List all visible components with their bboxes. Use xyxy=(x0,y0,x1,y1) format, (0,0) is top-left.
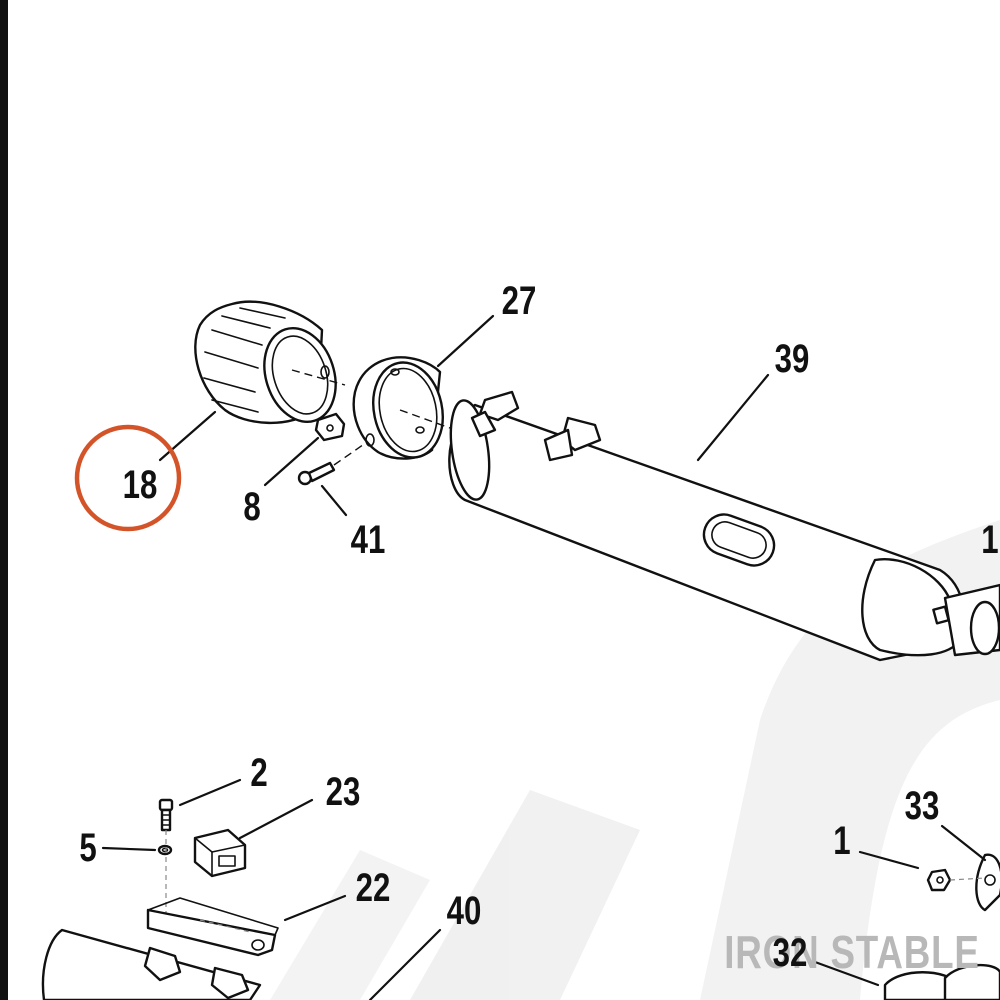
callout-27[interactable]: 27 xyxy=(502,278,537,323)
leader-2 xyxy=(178,778,242,807)
callout-1-lower[interactable]: 1 xyxy=(833,818,850,863)
callout-33[interactable]: 33 xyxy=(905,783,940,828)
frame-edge xyxy=(0,0,8,1000)
callout-5[interactable]: 5 xyxy=(79,825,96,870)
callout-2[interactable]: 2 xyxy=(250,750,267,795)
callout-8[interactable]: 8 xyxy=(243,484,260,529)
leader-18 xyxy=(158,410,217,462)
leader-41 xyxy=(320,484,348,517)
leader-8 xyxy=(263,436,320,487)
leader-40 xyxy=(368,928,442,1000)
leader-27 xyxy=(436,314,495,368)
part-41-screw[interactable] xyxy=(297,439,371,486)
highlight-circle xyxy=(74,424,182,532)
leader-39 xyxy=(696,373,770,462)
leader-5 xyxy=(101,846,157,852)
part-1-lower-nut[interactable] xyxy=(926,868,986,892)
part-22-channel[interactable] xyxy=(146,897,279,957)
callout-18[interactable]: 18 xyxy=(123,462,158,507)
leader-22 xyxy=(283,894,347,922)
callout-1-right[interactable]: 1 xyxy=(981,517,998,562)
part-39-muffler[interactable] xyxy=(445,390,1000,662)
part-8-clip[interactable] xyxy=(314,412,346,442)
callout-23[interactable]: 23 xyxy=(326,769,361,814)
leader-23 xyxy=(238,798,314,840)
watermark-brand-text: IRON STABLE xyxy=(724,926,979,978)
callout-41[interactable]: 41 xyxy=(351,517,386,562)
callout-32[interactable]: 32 xyxy=(773,930,808,975)
part-27-ring[interactable] xyxy=(352,356,452,464)
part-33-bracket[interactable] xyxy=(975,853,1000,912)
part-32-sleeve[interactable] xyxy=(883,963,1000,1000)
part-5-washer[interactable] xyxy=(157,844,173,856)
callout-39[interactable]: 39 xyxy=(775,336,810,381)
part-23-block[interactable] xyxy=(193,828,247,878)
leader-33 xyxy=(940,824,987,862)
callout-40[interactable]: 40 xyxy=(447,888,482,933)
part-2-bolt[interactable] xyxy=(158,798,174,832)
part-18-end-cap[interactable] xyxy=(194,300,347,431)
leader-32 xyxy=(813,960,880,987)
part-40-muffler[interactable] xyxy=(41,928,262,1000)
leader-1-lower xyxy=(858,850,920,870)
callout-22[interactable]: 22 xyxy=(356,865,391,910)
